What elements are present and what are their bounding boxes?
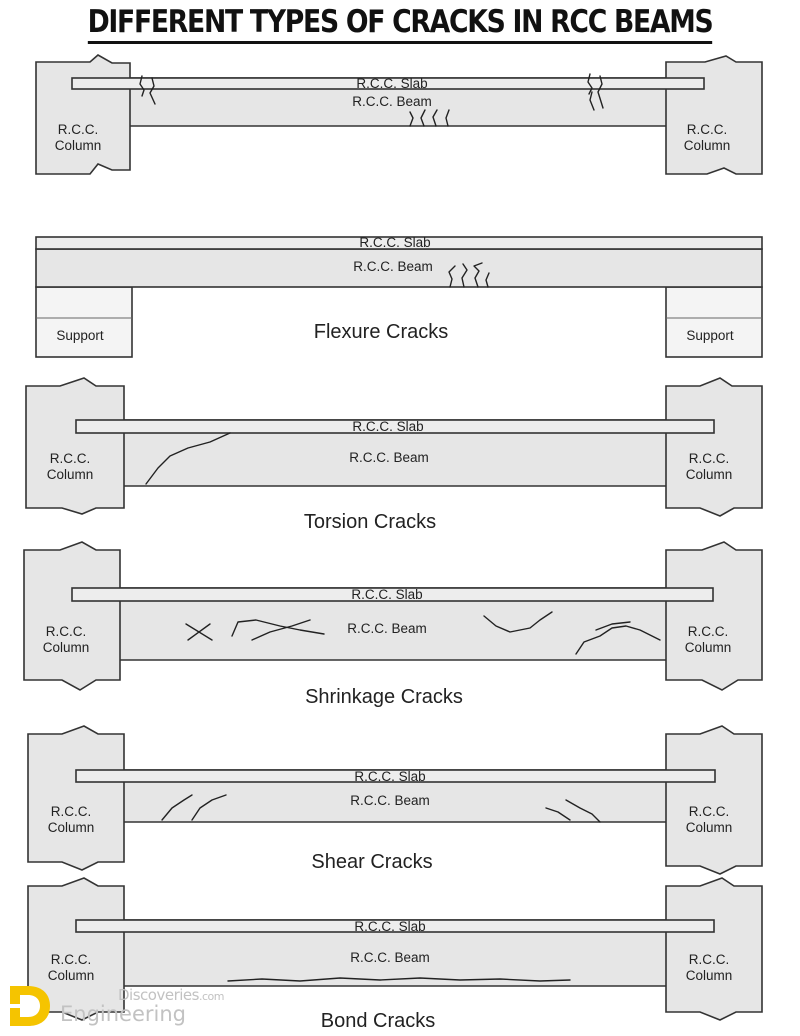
column-label-left-2: Column xyxy=(48,820,95,835)
column-label-right-2: Column xyxy=(686,968,733,983)
slab-label: R.C.C. Slab xyxy=(352,419,423,434)
slab xyxy=(71,587,714,602)
column-label-left-2: Column xyxy=(48,968,95,983)
panel-top: R.C.C. Slab R.C.C. Beam R.C.C. Column R.… xyxy=(35,54,763,175)
support-right xyxy=(665,286,763,358)
cracks-shrinkage xyxy=(185,611,661,655)
slab-label: R.C.C. Slab xyxy=(354,769,425,784)
slab-label: R.C.C. Slab xyxy=(351,587,422,602)
slab-label: R.C.C. Slab xyxy=(359,235,430,250)
column-label-left-1: R.C.C. xyxy=(50,451,91,466)
slab xyxy=(75,769,716,783)
column-label-left-1: R.C.C. xyxy=(58,122,99,137)
column-label-right-1: R.C.C. xyxy=(689,952,730,967)
page-title-text: DIFFERENT TYPES OF CRACKS IN RCC BEAMS xyxy=(87,4,714,44)
column-label-right-1: R.C.C. xyxy=(689,451,730,466)
watermark: Discoveries.com Engineering xyxy=(6,980,256,1032)
column-label-left-1: R.C.C. xyxy=(46,624,87,639)
beam-label: R.C.C. Beam xyxy=(350,950,430,965)
watermark-line2: Engineering xyxy=(60,1002,186,1026)
slab-label: R.C.C. Slab xyxy=(356,76,427,91)
panel-bond: R.C.C. Slab R.C.C. Beam R.C.C. Column R.… xyxy=(27,877,763,1032)
slab xyxy=(75,419,715,434)
cracks-flexure xyxy=(448,262,490,288)
panel-shear: R.C.C. Slab R.C.C. Beam R.C.C. Column R.… xyxy=(27,725,763,875)
column-label-right-2: Column xyxy=(686,467,733,482)
watermark-line1-text: Discoveries xyxy=(118,986,199,1004)
column-left xyxy=(35,54,131,175)
column-left xyxy=(27,877,125,1021)
caption-shear: Shear Cracks xyxy=(311,851,432,873)
cracks-shear xyxy=(161,794,601,823)
column-right xyxy=(665,725,763,875)
column-label-right-1: R.C.C. xyxy=(689,804,730,819)
cracks-bond xyxy=(227,977,571,982)
caption-bond: Bond Cracks xyxy=(321,1010,436,1032)
caption-flexure: Flexure Cracks xyxy=(314,321,448,343)
column-label-right-2: Column xyxy=(686,820,733,835)
column-right xyxy=(665,877,763,1021)
beam-body xyxy=(35,248,763,288)
caption-shrinkage: Shrinkage Cracks xyxy=(305,686,463,708)
cracks-top xyxy=(139,73,604,127)
watermark-line1-suffix: .com xyxy=(198,990,225,1003)
column-label-right-1: R.C.C. xyxy=(687,122,728,137)
slab xyxy=(75,919,715,933)
column-right xyxy=(665,377,763,517)
beam-label: R.C.C. Beam xyxy=(352,94,432,109)
beam-label: R.C.C. Beam xyxy=(350,793,430,808)
support-label-left: Support xyxy=(56,328,104,343)
page-title: DIFFERENT TYPES OF CRACKS IN RCC BEAMS xyxy=(56,4,744,44)
column-label-left-2: Column xyxy=(47,467,94,482)
column-label-right-1: R.C.C. xyxy=(688,624,729,639)
slab-label: R.C.C. Slab xyxy=(354,919,425,934)
slab xyxy=(71,77,705,90)
panel-shrinkage: R.C.C. Slab R.C.C. Beam R.C.C. Column R.… xyxy=(23,541,763,708)
column-left xyxy=(27,725,125,871)
beam-label: R.C.C. Beam xyxy=(353,259,433,274)
support-label-right: Support xyxy=(686,328,734,343)
column-label-right-2: Column xyxy=(685,640,732,655)
panel-torsion: R.C.C. Slab R.C.C. Beam R.C.C. Column R.… xyxy=(25,377,763,533)
column-label-left-2: Column xyxy=(55,138,102,153)
column-left xyxy=(25,377,125,515)
column-label-left-1: R.C.C. xyxy=(51,804,92,819)
cracks-torsion xyxy=(145,432,231,485)
panel-flexure: R.C.C. Slab R.C.C. Beam Support Support … xyxy=(35,235,763,358)
support-left xyxy=(35,286,133,358)
column-label-right-2: Column xyxy=(684,138,731,153)
column-label-left-2: Column xyxy=(43,640,90,655)
beam-label: R.C.C. Beam xyxy=(347,621,427,636)
slab xyxy=(35,236,763,250)
watermark-line1: Discoveries.com xyxy=(118,986,224,1004)
column-right xyxy=(665,541,763,691)
column-label-left-1: R.C.C. xyxy=(51,952,92,967)
beam-label: R.C.C. Beam xyxy=(349,450,429,465)
column-left xyxy=(23,541,121,691)
engineering-discoveries-logo-icon xyxy=(10,986,50,1026)
caption-torsion: Torsion Cracks xyxy=(304,511,436,533)
column-right xyxy=(665,55,763,175)
